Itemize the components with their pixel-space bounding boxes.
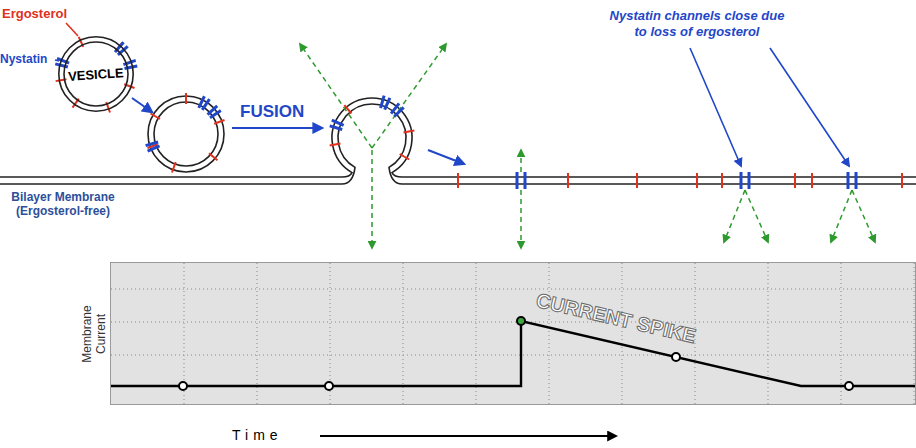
ergosterol-mark xyxy=(400,154,410,160)
ergosterol-mark xyxy=(901,173,903,188)
axis-label: Time xyxy=(232,427,283,444)
membrane-label: Bilayer Membrane (Ergosterol-free) xyxy=(4,190,122,219)
nystatin-channel xyxy=(748,172,751,189)
nystatin-channel xyxy=(740,172,743,189)
nystatin-channel xyxy=(524,172,527,189)
chart-panel: CURRENT SPIKE xyxy=(110,262,916,405)
nystatin-channel xyxy=(330,126,342,130)
trace-dot xyxy=(672,353,680,361)
ergosterol-mark xyxy=(209,153,217,160)
trace-dot xyxy=(179,382,187,390)
ergosterol-mark xyxy=(404,131,415,133)
nystatin-label: Nystatin xyxy=(0,52,47,66)
ergosterol-mark xyxy=(330,144,341,146)
ergosterol-mark xyxy=(811,173,813,188)
nystatin-channel xyxy=(855,172,858,189)
ergosterol-mark xyxy=(636,173,638,188)
nystatin-channel xyxy=(385,98,390,110)
ergosterol-mark xyxy=(794,173,796,188)
current-trace xyxy=(111,263,915,404)
ergosterol-mark xyxy=(150,114,160,120)
nystatin-channel xyxy=(146,142,158,146)
process-arrow xyxy=(232,127,322,129)
ergosterol-mark xyxy=(344,105,351,113)
ergosterol-mark xyxy=(172,162,176,172)
membrane-line xyxy=(0,183,342,185)
leader-line xyxy=(66,23,78,36)
spike-label: CURRENT SPIKE xyxy=(534,289,698,348)
time-arrow xyxy=(320,435,616,437)
membrane-line xyxy=(0,176,342,178)
vesicle-outline xyxy=(154,102,218,166)
channel-note: Nystatin channels close due to loss of e… xyxy=(606,8,788,39)
leader-arrow xyxy=(770,48,849,166)
trace-dot xyxy=(517,317,525,325)
ion-flow xyxy=(300,44,875,248)
ergosterol-mark xyxy=(696,173,698,188)
nystatin-channel xyxy=(210,111,221,118)
vesicle-label: VESICLE xyxy=(68,65,125,84)
axis-label: Membrane Current xyxy=(80,299,109,369)
trace-dot xyxy=(325,382,333,390)
fused-vesicle xyxy=(332,98,412,177)
ergosterol-label: Ergosterol xyxy=(2,6,67,22)
ergosterol-mark xyxy=(185,93,187,104)
ergosterol-mark xyxy=(721,173,723,188)
ergosterol-mark xyxy=(214,120,224,124)
nystatin-channel xyxy=(332,120,344,125)
process-arrow xyxy=(428,150,464,164)
nystatin-channel xyxy=(381,96,385,108)
leader-arrow xyxy=(690,48,741,166)
nystatin-channel xyxy=(847,172,850,189)
fusion-label: FUSION xyxy=(240,102,304,122)
trace-dot xyxy=(845,382,853,390)
nystatin-channel xyxy=(394,107,403,116)
membrane-line xyxy=(402,176,916,178)
vesicle-outline xyxy=(148,96,224,172)
nystatin-channel xyxy=(148,146,160,151)
nystatin-channel xyxy=(516,172,519,189)
process-arrow xyxy=(132,98,152,112)
ergosterol-mark xyxy=(457,173,459,188)
membrane-line xyxy=(402,183,916,185)
ergosterol-mark xyxy=(567,173,569,188)
nystatin-channel xyxy=(202,99,209,110)
vesicle-circle: VESICLE xyxy=(58,36,134,112)
